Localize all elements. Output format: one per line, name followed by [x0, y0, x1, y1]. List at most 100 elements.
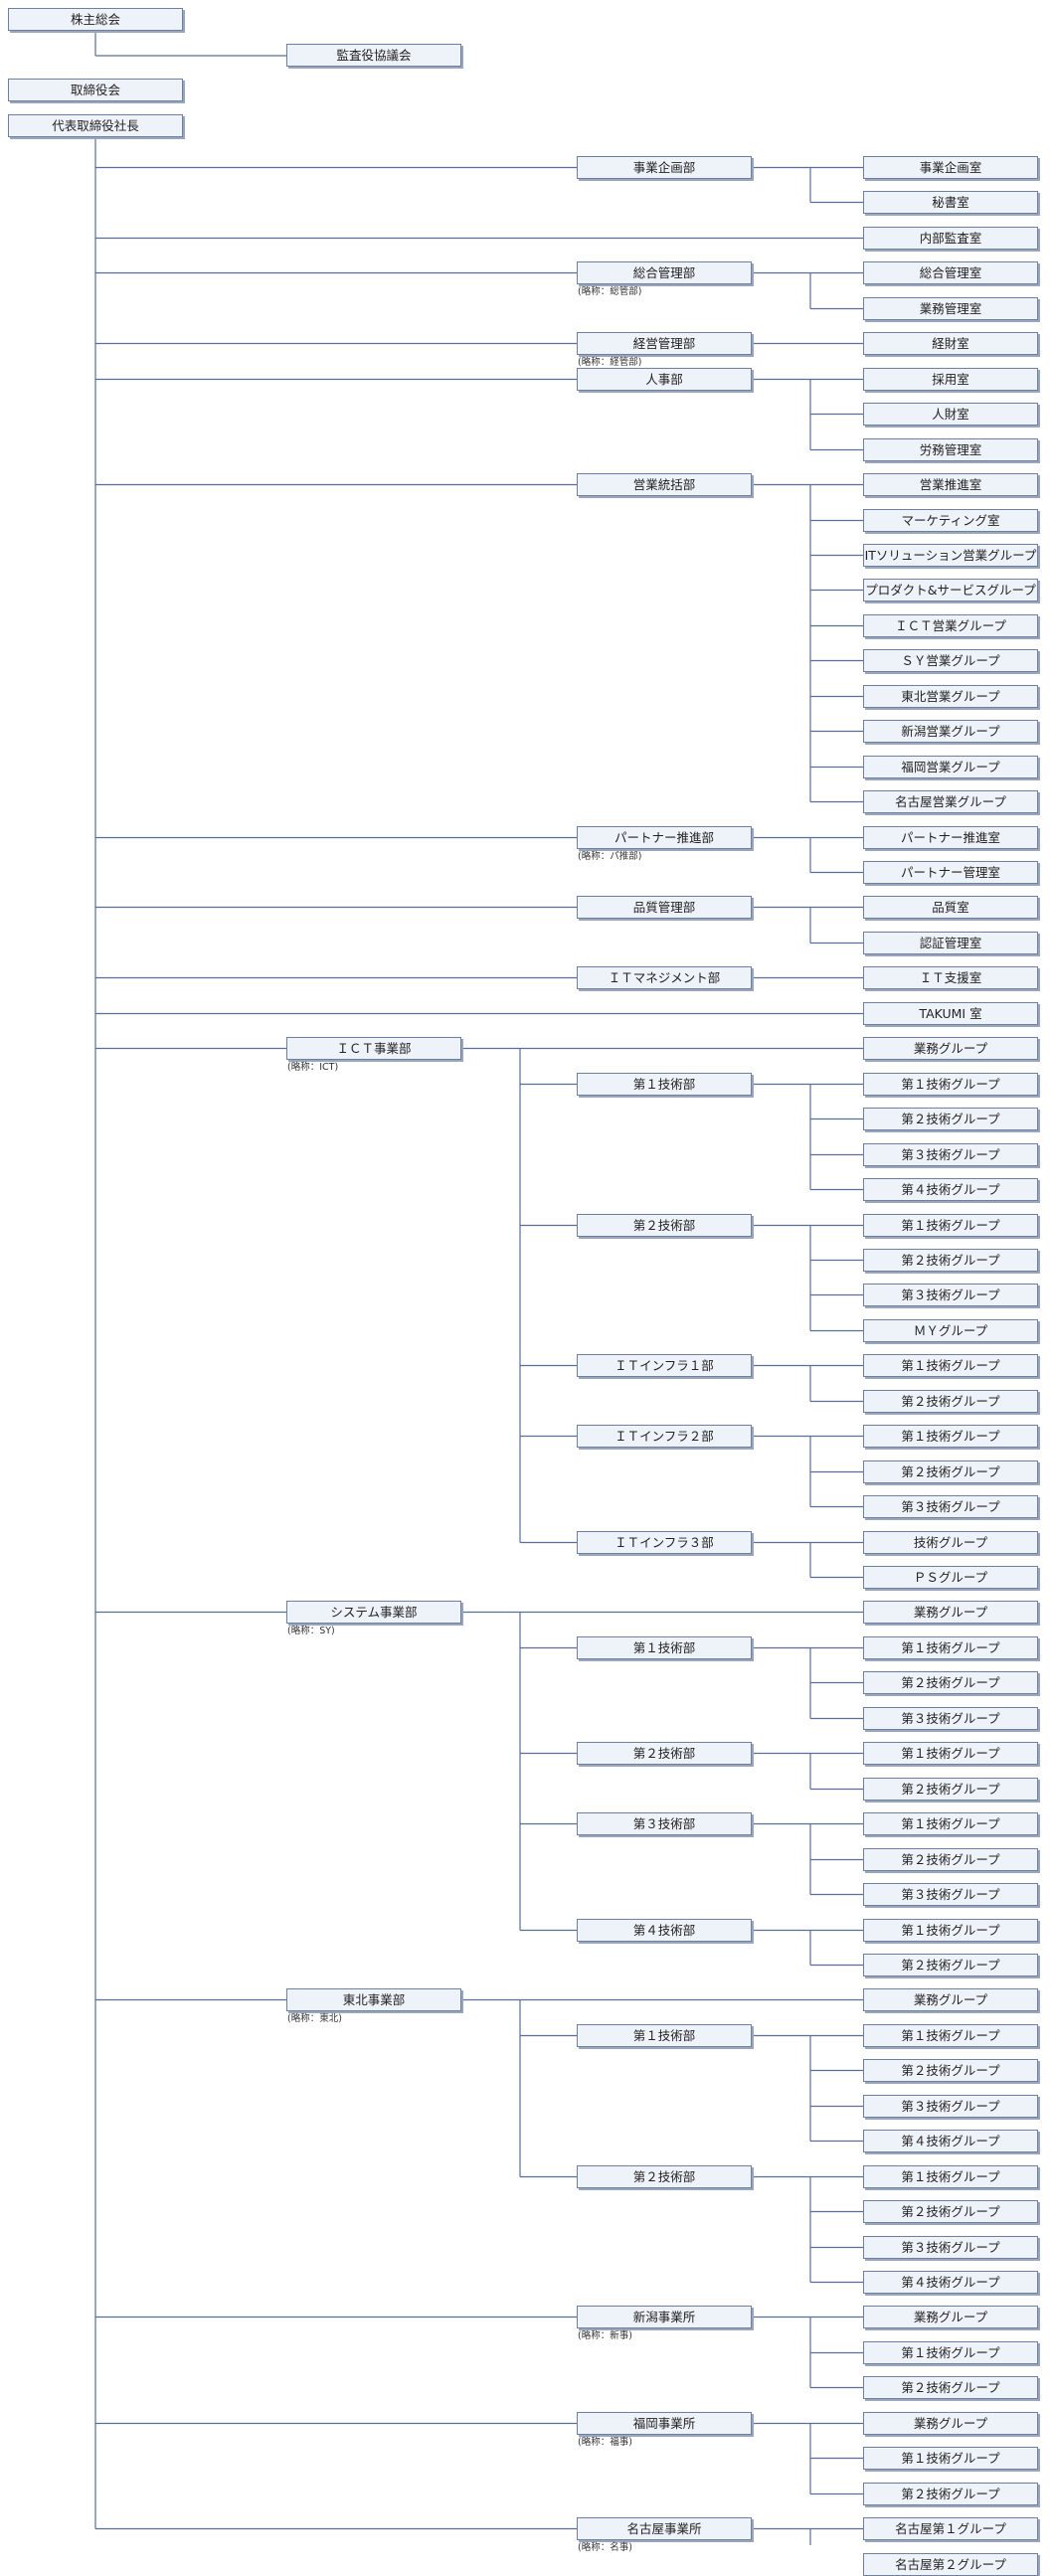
group-box: 第１技術グループ [863, 1425, 1038, 1448]
group-box: 技術グループ [863, 1531, 1038, 1554]
section-box: 秘書室 [863, 191, 1038, 214]
department-box: パートナー推進部 [577, 826, 752, 849]
section-box: 新潟営業グループ [863, 720, 1038, 743]
department-box: 経営管理部 [577, 332, 752, 355]
sub-department-box: 第１技術部 [577, 1636, 752, 1659]
group-box: 第２技術グループ [863, 1249, 1038, 1272]
group-box: 第２技術グループ [863, 1954, 1038, 1976]
section-box: 採用室 [863, 368, 1038, 391]
group-box: 第３技術グループ [863, 2236, 1038, 2259]
section-box: 人財室 [863, 403, 1038, 426]
group-box: 第２技術グループ [863, 1108, 1038, 1130]
group-box: 第１技術グループ [863, 1812, 1038, 1835]
president-box: 代表取締役社長 [8, 114, 183, 137]
section-box: 東北営業グループ [863, 685, 1038, 708]
group-box: 第２技術グループ [863, 2059, 1038, 2082]
group-box: 第１技術グループ [863, 1742, 1038, 1765]
section-box: マーケティング室 [863, 509, 1038, 532]
group-box: 第２技術グループ [863, 1460, 1038, 1483]
group-box: 第２技術グループ [863, 1848, 1038, 1871]
section-box: パートナー管理室 [863, 861, 1038, 884]
section-box: ITソリューション営業グループ [863, 544, 1038, 567]
section-box: 事業企画室 [863, 156, 1038, 179]
group-box: 第３技術グループ [863, 1143, 1038, 1166]
audit-council-box: 監査役協議会 [286, 44, 461, 67]
abbreviation-note: (略称：東北) [287, 2013, 342, 2024]
department-box: ＩＴマネジメント部 [577, 966, 752, 989]
department-box: 品質管理部 [577, 896, 752, 919]
group-box: 第１技術グループ [863, 2165, 1038, 2188]
sub-department-box: 第２技術部 [577, 2165, 752, 2188]
section-box: 総合管理室 [863, 261, 1038, 284]
abbreviation-note: (略称：総管部) [578, 286, 642, 297]
abbreviation-note: (略称：名事) [578, 2542, 632, 2553]
section-box: 品質室 [863, 896, 1038, 919]
group-box: 第１技術グループ [863, 1214, 1038, 1237]
section-box: 第２技術グループ [863, 2483, 1038, 2505]
department-box: 福岡事業所 [577, 2412, 752, 2435]
section-box: ＳＹ営業グループ [863, 649, 1038, 672]
section-box: 名古屋第１グループ [863, 2517, 1038, 2540]
group-box: 第３技術グループ [863, 1883, 1038, 1906]
group-box: 第２技術グループ [863, 2200, 1038, 2223]
sub-department-box: 第２技術部 [577, 1214, 752, 1237]
section-box: 業務管理室 [863, 297, 1038, 320]
group-box: 第１技術グループ [863, 1919, 1038, 1942]
org-unit-box: 内部監査室 [863, 227, 1038, 250]
sub-department-box: 第１技術部 [577, 2024, 752, 2047]
board-box: 取締役会 [8, 79, 183, 101]
section-box: パートナー推進室 [863, 826, 1038, 849]
abbreviation-note: (略称：ICT) [287, 1062, 339, 1073]
section-box: 認証管理室 [863, 932, 1038, 954]
group-box: 第３技術グループ [863, 2095, 1038, 2118]
department-box: 営業統括部 [577, 473, 752, 496]
group-box: 第３技術グループ [863, 1495, 1038, 1518]
section-box: 福岡営業グループ [863, 756, 1038, 778]
group-box: 第１技術グループ [863, 2024, 1038, 2047]
group-box: 第３技術グループ [863, 1284, 1038, 1306]
group-box: 第４技術グループ [863, 1178, 1038, 1201]
group-box: 第４技術グループ [863, 2130, 1038, 2152]
section-box: ＩＴ支援室 [863, 966, 1038, 989]
group-box: ＭＹグループ [863, 1319, 1038, 1342]
group-box: 第１技術グループ [863, 1636, 1038, 1659]
department-box: 東北事業部 [286, 1988, 461, 2011]
section-box: 名古屋第２グループ [863, 2553, 1038, 2576]
group-box: ＰＳグループ [863, 1566, 1038, 1589]
section-box: プロダクト&サービスグループ [863, 579, 1038, 601]
section-box: 名古屋営業グループ [863, 790, 1038, 813]
sub-department-box: ＩＴインフラ３部 [577, 1531, 752, 1554]
section-box: 業務グループ [863, 1988, 1038, 2011]
group-box: 第１技術グループ [863, 1073, 1038, 1096]
group-box: 第３技術グループ [863, 1707, 1038, 1730]
section-box: 業務グループ [863, 2412, 1038, 2435]
section-box: 第１技術グループ [863, 2447, 1038, 2470]
department-box: 人事部 [577, 368, 752, 391]
sub-department-box: 第４技術部 [577, 1919, 752, 1942]
department-box: 総合管理部 [577, 261, 752, 284]
abbreviation-note: (略称：新事) [578, 2330, 632, 2341]
org-unit-box: TAKUMI 室 [863, 1002, 1038, 1025]
section-box: 第１技術グループ [863, 2341, 1038, 2364]
sub-department-box: 第３技術部 [577, 1812, 752, 1835]
abbreviation-note: (略称：SY) [287, 1626, 335, 1636]
group-box: 第２技術グループ [863, 1390, 1038, 1413]
department-box: 新潟事業所 [577, 2306, 752, 2328]
group-box: 第１技術グループ [863, 1354, 1038, 1377]
section-box: 業務グループ [863, 1601, 1038, 1624]
section-box: 経財室 [863, 332, 1038, 355]
section-box: 業務グループ [863, 1037, 1038, 1060]
department-box: 名古屋事業所 [577, 2517, 752, 2540]
group-box: 第４技術グループ [863, 2271, 1038, 2294]
sub-department-box: 第２技術部 [577, 1742, 752, 1765]
group-box: 第２技術グループ [863, 1778, 1038, 1801]
department-box: ＩＣＴ事業部 [286, 1037, 461, 1060]
section-box: 労務管理室 [863, 438, 1038, 461]
section-box: 第２技術グループ [863, 2376, 1038, 2399]
sub-department-box: 第１技術部 [577, 1073, 752, 1096]
sub-department-box: ＩＴインフラ２部 [577, 1425, 752, 1448]
department-box: 事業企画部 [577, 156, 752, 179]
